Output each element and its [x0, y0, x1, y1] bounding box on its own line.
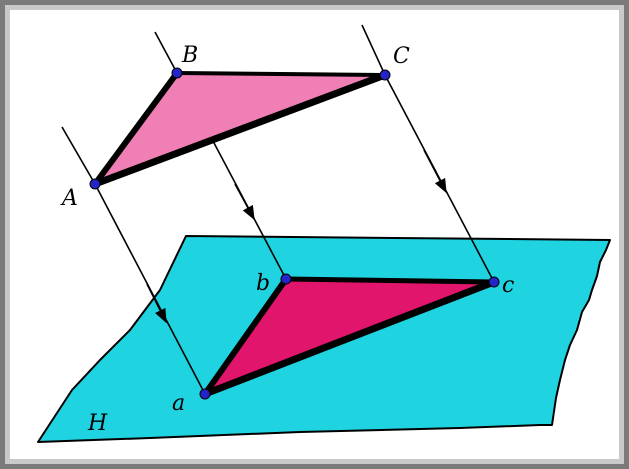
- edge-ca-projection: [201, 278, 498, 398]
- point-b-projection: [280, 273, 292, 285]
- arrow-b-ray: [234, 183, 255, 221]
- point-c-projection: [488, 276, 500, 288]
- edge-ca: [91, 71, 389, 188]
- ray-a-upper: [61, 126, 96, 185]
- arrow-c-ray: [423, 149, 447, 194]
- arrow-a-ray: [146, 283, 167, 324]
- label-c: C: [393, 44, 410, 69]
- point-c: [379, 69, 391, 81]
- edge-bc-projection: [283, 276, 497, 285]
- ray-arrows: [146, 149, 447, 324]
- edge-ab: [92, 70, 180, 187]
- point-a: [89, 178, 101, 190]
- vertex-points: [89, 67, 500, 400]
- label-b-projection: b: [256, 271, 270, 296]
- ray-c-upper: [361, 24, 386, 76]
- label-a-projection: a: [172, 391, 185, 416]
- label-plane-h: H: [87, 411, 108, 436]
- ray-b-upper: [154, 31, 178, 74]
- edge-ab-projection: [202, 276, 289, 397]
- edge-bc: [175, 71, 387, 77]
- point-a-projection: [199, 388, 211, 400]
- label-c-projection: c: [502, 273, 514, 298]
- label-b: B: [181, 43, 198, 68]
- point-b: [171, 67, 183, 79]
- label-a: A: [60, 186, 78, 211]
